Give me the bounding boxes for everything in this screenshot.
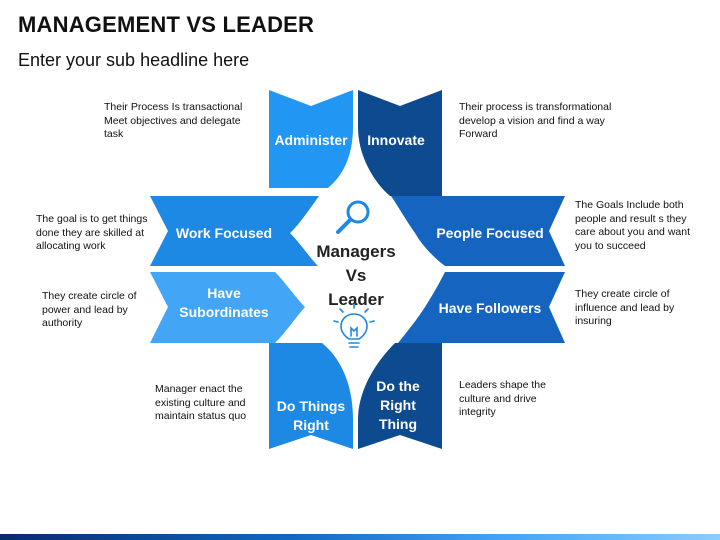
do-right-thing-label-line1: Do the xyxy=(376,378,420,394)
people-focused-description: The Goals Include both people and result… xyxy=(575,199,690,252)
do-right-thing-arm xyxy=(358,343,442,449)
center-line-vs: Vs xyxy=(346,266,367,285)
people-focused-label: People Focused xyxy=(436,225,543,241)
have-subordinates-description: They create circle of power and lead by … xyxy=(42,290,137,329)
do-right-thing-label-line3: Thing xyxy=(379,416,417,432)
do-things-right-label-line2: Right xyxy=(293,417,329,433)
innovate-description: Their process is transformational develo… xyxy=(459,101,612,140)
have-followers-description: They create circle of influence and lead… xyxy=(575,288,675,327)
do-things-right-label-line1: Do Things xyxy=(277,398,346,414)
work-focused-label: Work Focused xyxy=(176,225,272,241)
administer-description: Their Process Is transactional Meet obje… xyxy=(104,101,243,140)
innovate-arm xyxy=(358,90,442,196)
do-right-thing-description: Leaders shape the culture and drive inte… xyxy=(459,379,546,418)
page-title: MANAGEMENT VS LEADER xyxy=(18,12,315,37)
have-subordinates-label-line1: Have xyxy=(207,285,241,301)
do-things-right-arm xyxy=(269,343,353,449)
center-line-managers: Managers xyxy=(316,242,395,261)
have-followers-arm xyxy=(398,272,565,343)
center-line-leader: Leader xyxy=(328,290,384,309)
footer-bar xyxy=(0,534,720,540)
do-right-thing-label-line2: Right xyxy=(380,397,416,413)
do-things-right-description: Manager enact the existing culture and m… xyxy=(155,383,247,422)
people-focused-arm xyxy=(391,196,565,266)
have-subordinates-arm xyxy=(150,272,305,343)
work-focused-arm xyxy=(150,196,319,266)
work-focused-description: The goal is to get things done they are … xyxy=(36,213,148,252)
page-subtitle: Enter your sub headline here xyxy=(18,50,250,70)
have-followers-label: Have Followers xyxy=(439,300,542,316)
lightbulb-icon xyxy=(333,303,375,348)
administer-label: Administer xyxy=(274,132,348,148)
have-subordinates-label-line2: Subordinates xyxy=(179,304,269,320)
innovate-label: Innovate xyxy=(367,132,425,148)
magnifier-icon xyxy=(336,200,370,234)
administer-arm xyxy=(269,90,353,188)
